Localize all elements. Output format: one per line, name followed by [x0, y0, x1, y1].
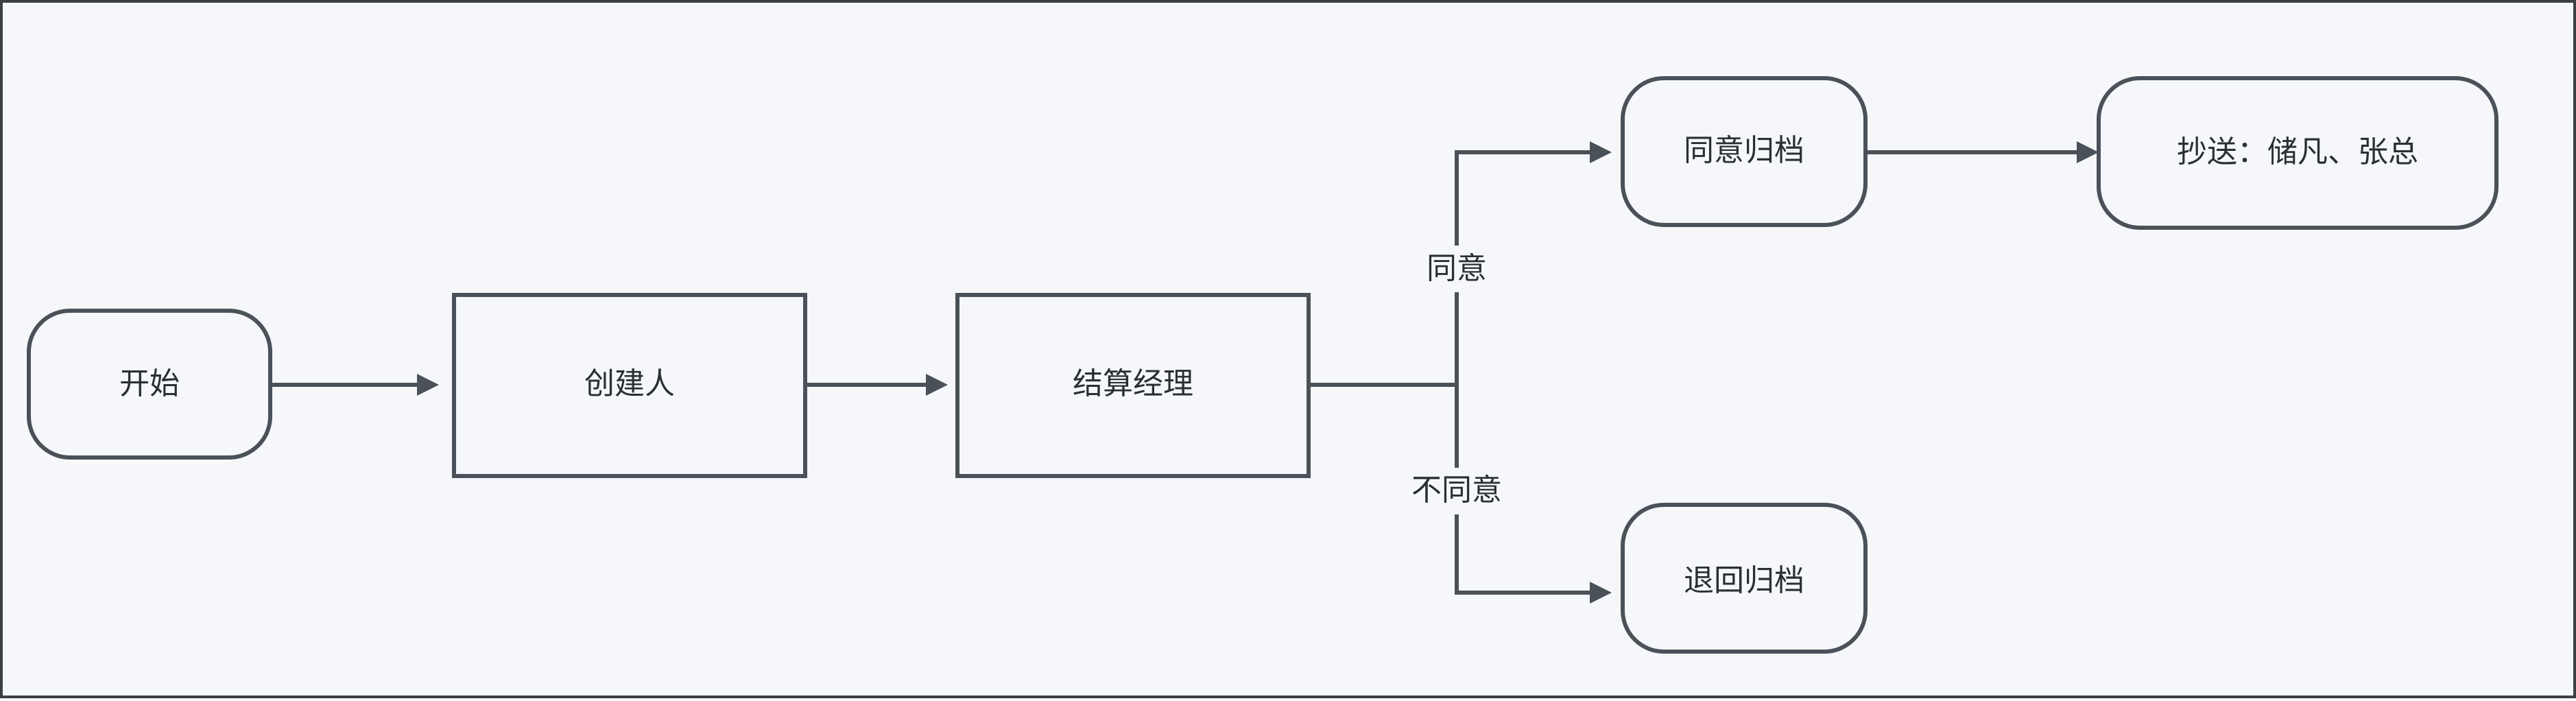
arrowhead-cc: [2077, 141, 2099, 163]
node-cc-label: 抄送：储凡、张总: [2177, 134, 2418, 169]
arrowhead-return-archive: [1590, 582, 1612, 604]
edge-branch-to-return: [1455, 385, 1593, 595]
node-creator[interactable]: 创建人: [452, 293, 807, 478]
node-start[interactable]: 开始: [27, 309, 272, 460]
node-cc[interactable]: 抄送：储凡、张总: [2097, 76, 2499, 230]
edge-label-disagree: 不同意: [1411, 473, 1502, 508]
edge-branch-to-agree: [1455, 150, 1593, 385]
arrowhead-manager: [926, 374, 948, 396]
node-settlement-manager[interactable]: 结算经理: [955, 293, 1311, 478]
node-return-archive-label: 退回归档: [1684, 563, 1804, 598]
node-start-label: 开始: [119, 366, 180, 401]
arrowhead-creator: [417, 374, 439, 396]
edge-labels: 同意 不同意: [1403, 246, 1510, 514]
node-creator-label: 创建人: [584, 366, 675, 401]
arrowhead-agree-archive: [1590, 141, 1612, 163]
flowchart: 同意 不同意 开始 创建人 结算经理 同意归档: [27, 76, 2499, 654]
nodes: 开始 创建人 结算经理 同意归档 抄送：储凡、张总 退回归档: [27, 76, 2499, 654]
node-agree-archive-label: 同意归档: [1684, 133, 1804, 168]
node-settlement-manager-label: 结算经理: [1073, 366, 1193, 401]
node-return-archive[interactable]: 退回归档: [1621, 503, 1868, 654]
node-agree-archive[interactable]: 同意归档: [1621, 76, 1868, 227]
edge-label-agree: 同意: [1427, 251, 1487, 286]
edges: [272, 141, 2099, 604]
